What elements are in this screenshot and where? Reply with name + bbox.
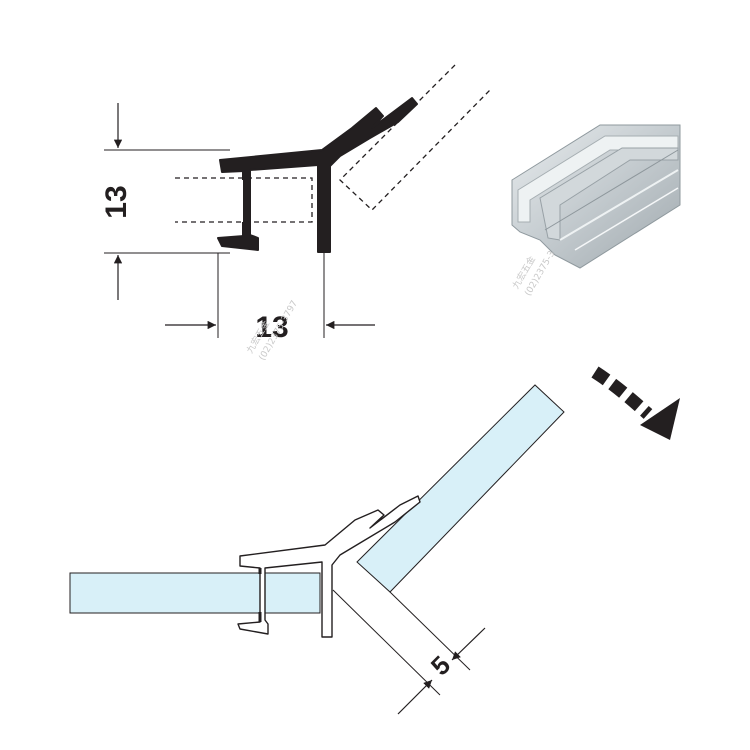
seal-outline (237, 495, 421, 638)
gap-dimension-label: 5 (425, 650, 456, 681)
glass-panel-angled (356, 384, 565, 593)
installed-seal-view: 5 (69, 384, 565, 715)
width-dimension-label: 13 (255, 311, 288, 344)
glass-panel-horizontal (69, 572, 321, 614)
gap-arrow-lower (397, 679, 433, 715)
photo-fin (539, 147, 679, 241)
dashed-curved-arrow-icon (591, 366, 680, 440)
photo-highlight-2 (574, 187, 679, 251)
photo-shadow-1 (544, 149, 679, 231)
profile-shape (217, 97, 418, 253)
profile-cross-section: 13 13 九宏五金 (02)2375-3797 (100, 64, 491, 362)
product-photo: 九宏五金 (02)2375-3 (510, 124, 681, 298)
photo-highlight-1 (559, 169, 679, 241)
photo-channel (517, 135, 679, 223)
gap-ext-1 (332, 589, 441, 696)
height-dimension-label: 13 (100, 185, 133, 218)
gap-arrow-upper (451, 627, 486, 661)
